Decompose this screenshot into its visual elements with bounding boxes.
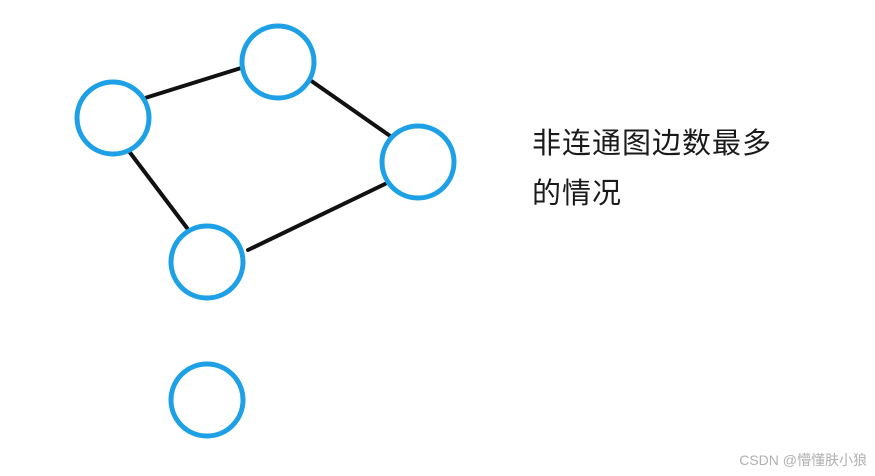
diagram-caption: 非连通图边数最多 的情况 [532,118,822,218]
edge-n4-n1 [126,148,189,230]
watermark: CSDN @懵懂肤小狼 [739,452,867,468]
edge-n1-n2 [143,66,243,100]
node-n4 [168,223,246,301]
caption-line-2: 的情况 [532,176,623,210]
edge-n2-n3 [308,78,395,140]
caption-line-1: 非连通图边数最多 [532,126,773,160]
edge-n3-n4 [246,182,387,252]
node-n1 [74,79,152,157]
node-n2 [239,23,317,101]
node-n3 [379,123,457,201]
node-n5 [168,361,246,439]
